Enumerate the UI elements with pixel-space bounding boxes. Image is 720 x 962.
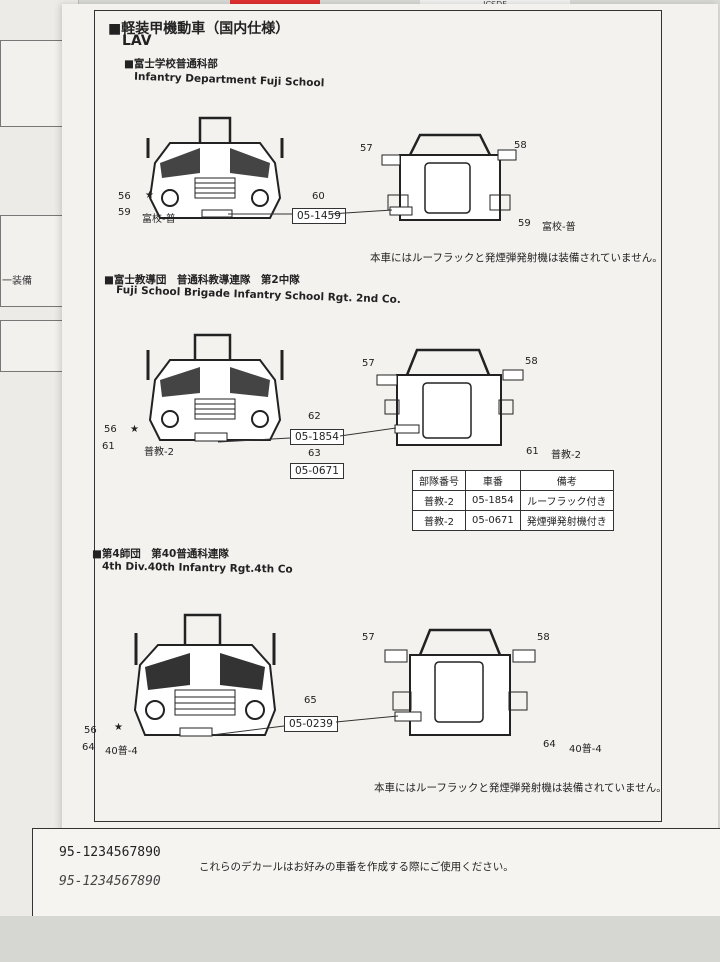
decal-frame <box>94 10 662 822</box>
decal-number: 62 <box>308 411 321 422</box>
page-subtitle: LAV <box>122 33 152 49</box>
section-1-front-view <box>146 116 284 219</box>
unit-label: 普教-2 <box>551 450 581 461</box>
section-3-rear-view <box>384 628 536 736</box>
decal-number: 59 <box>118 207 131 218</box>
unit-label: 40普-4 <box>105 746 138 757</box>
decal-number: 64 <box>82 742 95 753</box>
section-1-rear-view <box>381 133 517 221</box>
table-row: 普教-2 05-1854 ルーフラック付き <box>412 490 614 511</box>
decal-number: 56 <box>118 191 131 202</box>
unit-label: 富校-普 <box>542 222 576 233</box>
decal-number: 65 <box>304 695 317 706</box>
decal-number: 57 <box>360 143 373 154</box>
section-2-rear-view <box>376 348 524 446</box>
left-page-box <box>0 40 72 127</box>
number-plate: 05-1459 <box>292 208 346 224</box>
page-title: ■軽装甲機動車（国内仕様） <box>108 21 290 37</box>
table-cell: 発煙弾発射機付き <box>519 510 614 531</box>
section-2-title-ja: ■富士教導団 普通科教導連隊 第2中隊 <box>104 274 300 286</box>
decal-number: 56 <box>84 725 97 736</box>
section-2-front-view <box>146 333 284 442</box>
table-row: 普教-2 05-0671 発煙弾発射機付き <box>412 510 614 531</box>
unit-label: 40普-4 <box>569 744 602 755</box>
section-3-front-view <box>133 613 277 737</box>
star-icon: ★ <box>145 190 154 201</box>
decal-number: 61 <box>526 446 539 457</box>
plate-table: 部隊番号 車番 備考 普教-2 05-1854 ルーフラック付き 普教-2 05… <box>412 470 614 531</box>
left-page-box <box>0 320 72 372</box>
section-1-title-ja: ■富士学校普通科部 <box>124 58 218 70</box>
spare-numbers-outline: 95-1234567890 <box>59 874 161 889</box>
section-note: 本車にはルーフラックと発煙弾発射機は装備されていません。 <box>374 782 667 794</box>
decal-number: 57 <box>362 632 375 643</box>
number-plate: 05-0671 <box>290 463 344 479</box>
star-icon: ★ <box>114 722 123 733</box>
number-plate: 05-1854 <box>290 429 344 445</box>
decal-number: 58 <box>537 632 550 643</box>
decal-number: 56 <box>104 424 117 435</box>
custom-number-panel: 95-1234567890 95-1234567890 これらのデカールはお好み… <box>32 828 720 918</box>
decal-number: 63 <box>308 448 321 459</box>
table-cell: 05-0671 <box>465 510 521 531</box>
unit-label: 普教-2 <box>144 447 174 458</box>
table-cell: 普教-2 <box>412 510 466 531</box>
unit-label: 富校-普 <box>142 214 176 225</box>
number-plate: 05-0239 <box>284 716 338 732</box>
left-page-fragment: 一装備 <box>2 276 32 287</box>
decal-number: 61 <box>102 441 115 452</box>
decal-number: 58 <box>525 356 538 367</box>
custom-number-note: これらのデカールはお好みの車番を作成する際にご使用ください。 <box>199 861 514 873</box>
section-3-title-ja: ■第4師団 第40普通科連隊 <box>92 548 229 560</box>
section-note: 本車にはルーフラックと発煙弾発射機は装備されていません。 <box>370 252 663 264</box>
spare-numbers: 95-1234567890 <box>59 845 161 860</box>
decal-number: 60 <box>312 191 325 202</box>
decal-number: 58 <box>514 140 527 151</box>
decal-number: 59 <box>518 218 531 229</box>
table-surface <box>0 916 720 962</box>
decal-number: 57 <box>362 358 375 369</box>
decal-number: 64 <box>543 739 556 750</box>
star-icon: ★ <box>130 424 139 435</box>
